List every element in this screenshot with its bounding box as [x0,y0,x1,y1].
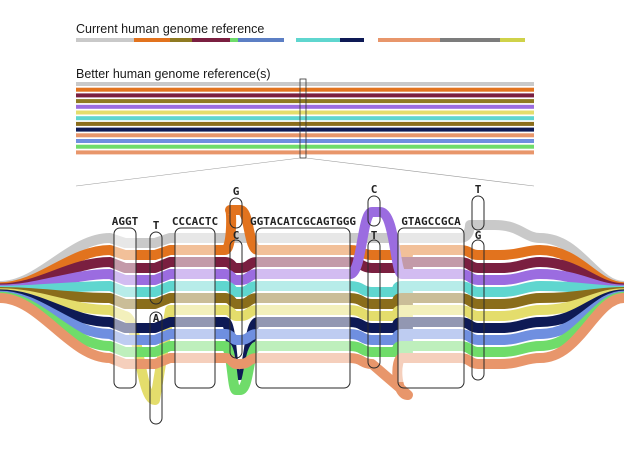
node-highlight-1 [114,232,136,382]
node-sequence-seg-11: T [475,183,482,196]
haplotype-bar-darkgold [76,121,534,126]
current-segment-teal [296,38,340,42]
current-segment-steel [238,38,284,42]
node-sequence-seg-2: T [153,219,160,232]
node-highlight-2 [175,232,215,382]
node-sequence-seg-9: T [371,229,378,242]
node-box-seg-3 [149,311,163,425]
node-box-seg-11 [471,195,485,231]
current-segment-white [284,38,296,42]
haplotype-bar-maroon [76,93,534,98]
node-highlight-3 [256,232,350,382]
node-box-seg-9 [367,239,381,369]
node-sequence-seg-1: AGGT [112,215,139,228]
node-sequence-seg-7: GGTACATCGCAGTGGG [250,215,356,228]
node-sequence-seg-4: CCCACTC [172,215,218,228]
node-box-seg-12 [471,239,485,381]
node-sequence-seg-6: C [233,229,240,242]
haplotype-bar-green [76,144,534,149]
node-sequence-seg-5: G [233,185,240,198]
zoom-line-left [75,157,301,187]
node-sequence-seg-10: GTAGCCGCA [401,215,461,228]
current-segment-white [364,38,378,42]
current-segment-yellowgreen [500,38,525,42]
current-reference-title: Current human genome reference [76,22,265,36]
node-highlight-4 [398,232,464,382]
node-box-seg-4 [174,227,216,389]
better-reference-title: Better human genome reference(s) [76,67,271,81]
haplotype-bar-gray [76,82,534,86]
node-sequence-seg-12: G [475,229,482,242]
current-reference-bar [76,38,525,42]
current-segment-orange [134,38,170,42]
zoom-box [299,78,307,159]
haplotype-bar-navy [76,127,534,132]
current-segment-salmon [378,38,440,42]
sequence-nodes: AGGT T A CCCACTC G C GGTACATCGCAGTGGG C T GTAGCCG… [112,183,485,425]
node-box-seg-8 [367,195,381,227]
haplotype-bar-yellow [76,110,534,115]
haplotype-bar-purple [76,104,534,109]
node-box-seg-1 [113,227,137,389]
node-box-seg-10 [397,227,465,389]
haplotype-bar-salmon [76,150,534,155]
node-highlights [114,232,464,382]
current-segment-olive [170,38,192,42]
haplotype-bars [76,82,534,155]
haplotype-bar-orange [76,87,534,92]
zoom-line-right [305,157,535,187]
haplotype-bar-blue [76,139,534,143]
haplotype-bar-salmon [76,133,534,138]
current-segment-darkgray [440,38,500,42]
node-box-seg-7 [255,227,351,389]
zoom-indicator [75,78,535,187]
node-sequence-seg-3: A [153,312,160,325]
node-box-seg-5 [229,197,243,229]
haplotype-bar-olive [76,99,534,104]
node-sequence-seg-8: C [371,183,378,196]
current-segment-navy [340,38,364,42]
current-segment-gray [76,38,134,42]
haplotype-bar-teal [76,116,534,121]
current-segment-maroon [192,38,230,42]
current-segment-green [230,38,238,42]
node-box-seg-2 [149,231,163,305]
node-box-seg-6 [229,239,243,359]
